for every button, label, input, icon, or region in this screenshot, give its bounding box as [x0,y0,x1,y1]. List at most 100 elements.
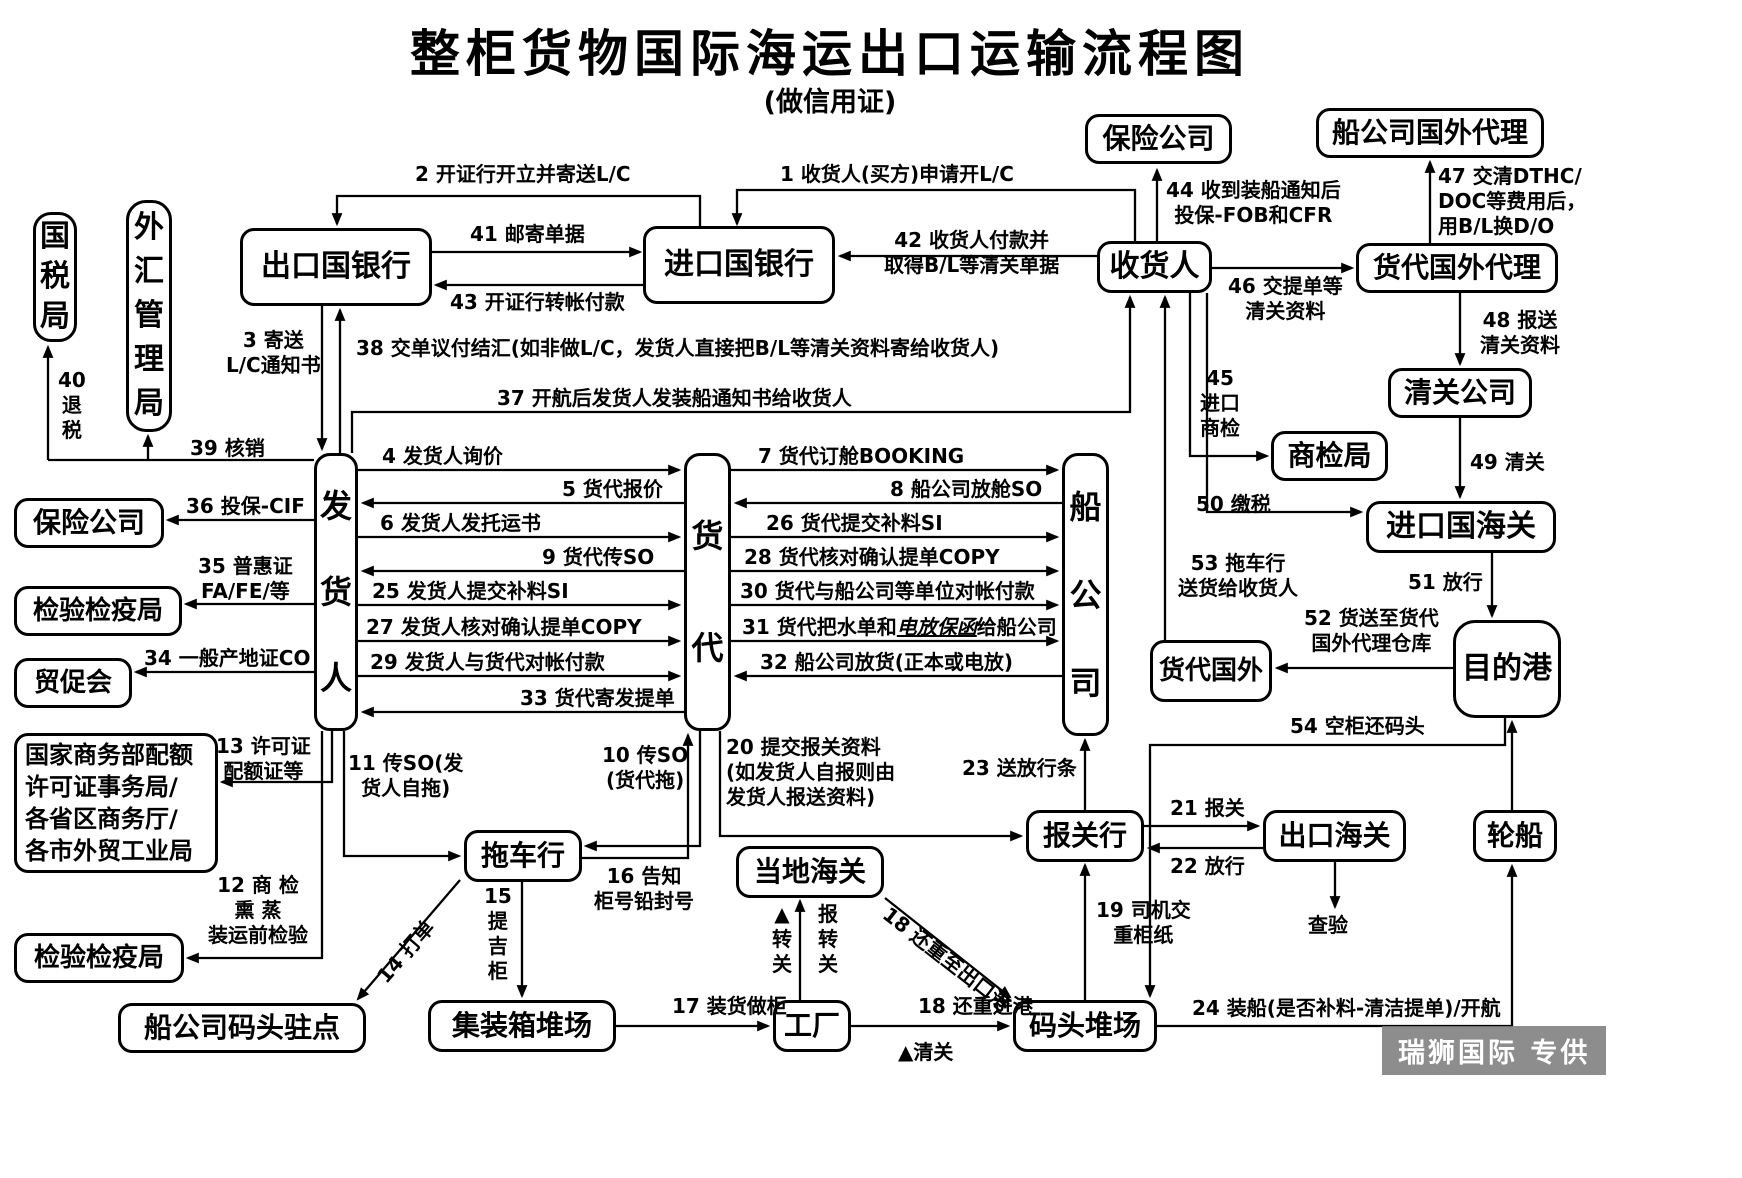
arrow-11 [342,731,462,862]
arrow-12 [185,731,324,964]
edge-label-36: 36 投保-CIF [186,494,305,518]
node-insurance-top: 保险公司 [1085,114,1232,164]
node-local-customs: 当地海关 [736,846,884,898]
edge-label-25: 25 发货人提交补料SI [372,579,569,603]
arrow-10 [583,731,702,852]
edge-label-41: 41 邮寄单据 [470,222,585,246]
node-dest-port: 目的港 [1453,620,1561,718]
edge-label-34: 34 一般产地证CO [144,646,311,670]
node-export-bank: 出口国银行 [240,228,432,306]
node-forex-bureau: 外 汇 管 理 局 [126,200,172,432]
node-shipper: 发 货 人 [314,453,358,731]
node-import-customs: 进口国海关 [1366,501,1556,553]
node-forwarder-overseas: 货代国外 [1150,640,1272,702]
edge-label-22: 22 放行 [1170,854,1245,878]
edge-label-13: 13 许可证 配额证等 [216,734,311,783]
edge-label-30: 30 货代与船公司等单位对帐付款 [740,579,1035,603]
edge-label-49: 49 清关 [1470,450,1545,474]
node-tax-bureau: 国 税 局 [33,212,77,342]
edge-label-19: 19 司机交 重柜纸 [1096,898,1191,947]
edge-label-4: 4 发货人询价 [382,444,503,468]
node-factory: 工厂 [773,1000,851,1052]
node-carrier: 船 公 司 [1062,453,1109,736]
edge-label-2: 2 开证行开立并寄送L/C [415,162,631,186]
edge-label-45: 45 进口 商检 [1200,366,1240,440]
node-commodity-inspection: 商检局 [1271,431,1388,481]
node-forwarder: 货 代 [684,453,731,731]
arrow-20 [718,731,1024,842]
edge-label-38: 38 交单议付结汇(如非做L/C，发货人直接把B/L等清关资料寄给收货人) [356,336,1000,360]
arrow-54 [1144,718,1507,999]
arrow-37 [350,294,1136,453]
edge-label-42: 42 收货人付款并 取得B/L等清关单据 [884,228,1060,277]
edge-label-51: 51 放行 [1408,570,1483,594]
node-export-customs: 出口海关 [1263,810,1406,862]
edge-label-32: 32 船公司放货(正本或电放) [760,650,1014,674]
node-mofcom: 国家商务部配额 许可证事务局/ 各省区商务厅/ 各市外贸工业局 [14,733,218,873]
edge-label-52: 52 货送至货代 国外代理仓库 [1304,606,1439,655]
arrow-14 [356,879,461,1001]
node-carrier-dock-office: 船公司码头驻点 [118,1003,366,1053]
edge-label-15: 15 提 吉 柜 [484,884,512,983]
edge-label-31: 31 货代把水单和电放保函给船公司 [742,615,1057,640]
edge-label-54: 54 空柜还码头 [1290,714,1425,738]
arrow-2 [331,194,702,227]
edge-label-46: 46 交提单等 清关资料 [1228,274,1343,323]
edge-label-43: 43 开证行转帐付款 [450,290,625,314]
edge-label-53: 53 拖车行 送货给收货人 [1178,551,1298,600]
arrow-45 [1188,293,1270,462]
edge-label-33: 33 货代寄发提单 [520,686,675,710]
edge-label-35: 35 普惠证 FA/FE/等 [198,554,293,603]
edge-label-47: 47 交清DTHC/ DOC等费用后， 用B/L换D/O [1438,164,1587,238]
node-ciq-bottom: 检验检疫局 [14,933,184,983]
node-insurance-left: 保险公司 [14,498,164,548]
edge-label-clear-note: ▲清关 [898,1040,954,1064]
arrow-18b [884,897,1012,999]
edge-label-31-prefix: 31 货代把水单和 [742,615,897,639]
edge-label-10: 10 传SO (货代拖) [602,743,689,792]
node-consignee: 收货人 [1097,241,1212,293]
edge-label-44: 44 收到装船通知后 投保-FOB和CFR [1166,178,1341,227]
edge-label-21: 21 报关 [1170,796,1245,820]
node-clearance-company: 清关公司 [1388,368,1532,418]
edge-label-11: 11 传SO(发 货人自拖) [348,751,464,800]
node-ccpit: 贸促会 [14,658,132,708]
edge-label-40: 40 退 税 [58,368,86,442]
watermark: 瑞狮国际 专供 [1382,1026,1607,1075]
edge-label-6: 6 发货人发托运书 [380,511,541,535]
node-trucking: 拖车行 [464,830,582,882]
edge-label-16: 16 告知 柜号铅封号 [594,864,694,913]
edge-label-23: 23 送放行条 [962,756,1077,780]
edge-label-8: 8 船公司放舱SO [890,477,1043,501]
arrow-50 [1205,293,1364,518]
edge-label-3: 3 寄送 L/C通知书 [226,328,321,377]
edge-label-1: 1 收货人(买方)申请开L/C [780,162,1014,186]
edge-label-31-suffix: 给船公司 [976,615,1057,639]
edge-label-5: 5 货代报价 [562,477,663,501]
edge-label-transit-a: ▲ 转 关 [772,902,792,976]
arrow-1 [731,188,1137,241]
arrow-16 [582,732,694,860]
node-forwarder-overseas-agent: 货代国外代理 [1356,243,1558,293]
edge-label-inspect: 查验 [1308,913,1348,937]
page-title: 整柜货物国际海运出口运输流程图 [410,25,1250,83]
edge-label-50: 50 缴税 [1196,492,1271,516]
edge-label-39: 39 核销 [190,436,265,460]
page-subtitle: (做信用证) [763,87,897,118]
node-ciq-left: 检验检疫局 [14,586,182,636]
edge-label-20: 20 提交报关资料 (如发货人自报则由 发货人报送资料) [726,735,896,809]
arrow-13 [219,731,334,788]
edge-label-9: 9 货代传SO [542,545,655,569]
edge-label-transit-b: 报 转 关 [818,902,838,976]
node-customs-broker: 报关行 [1026,810,1144,862]
edge-label-37: 37 开航后发货人发装船通知书给收货人 [497,386,852,410]
node-vessel: 轮船 [1473,810,1557,862]
edge-label-27: 27 发货人核对确认提单COPY [366,615,642,639]
node-import-bank: 进口国银行 [643,226,835,304]
edge-label-26: 26 货代提交补料SI [766,511,943,535]
node-terminal-yard: 码头堆场 [1013,1000,1157,1052]
edge-label-12: 12 商 检 熏 蒸 装运前检验 [208,873,308,947]
edge-label-7: 7 货代订舱BOOKING [758,444,965,468]
edge-label-24: 24 装船(是否补料-清洁提单)/开航 [1192,996,1501,1020]
